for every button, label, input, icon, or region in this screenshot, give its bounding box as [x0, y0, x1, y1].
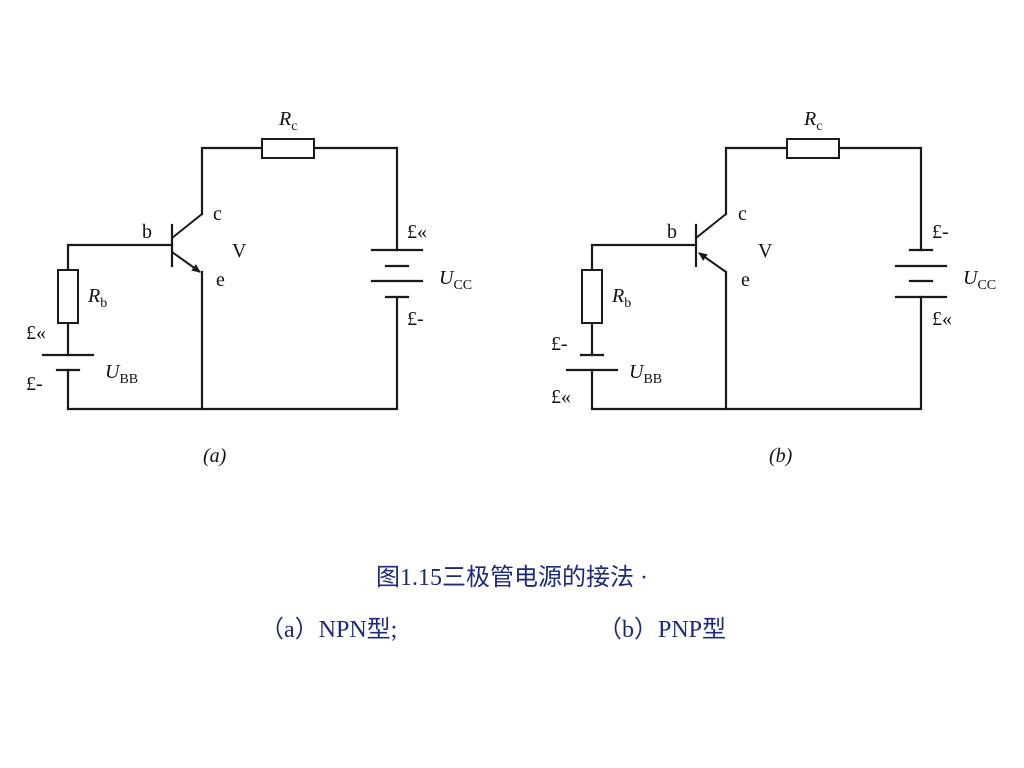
battery-ubb [41, 353, 95, 372]
transistor-npn [170, 213, 203, 273]
label-rc-b: Rc [803, 108, 822, 134]
circuit-b: Rc Rb b c e V UCC UBB £- £« £- £« (b) [551, 108, 996, 467]
label-transistor: V [232, 240, 247, 262]
wire-collector-top-b [724, 146, 923, 252]
label-ucc: UCC [439, 267, 472, 293]
transistor-pnp [694, 213, 727, 273]
label-cc-top-b: £- [932, 221, 949, 243]
circuit-a: Rc Rb b c e V UCC UBB £« £- £« £- (a) [26, 108, 472, 467]
label-bb-bottom-b: £« [551, 386, 571, 408]
label-rb: Rb [87, 285, 107, 311]
label-a: (a) [203, 445, 227, 467]
label-pin-c-b: c [738, 203, 747, 225]
resistor-rb [57, 269, 79, 324]
label-ubb: UBB [105, 361, 138, 387]
label-cc-bottom: £- [407, 308, 424, 330]
label-pin-e-b: e [741, 269, 750, 291]
label-pin-b-b: b [667, 221, 677, 243]
figure-caption: 图1.15三极管电源的接法 · [376, 565, 648, 591]
label-pin-b: b [142, 221, 152, 243]
label-rb-b: Rb [611, 285, 631, 311]
label-bb-top-b: £- [551, 333, 568, 355]
caption-pnp: （b）PNP型 [598, 617, 727, 643]
resistor-rc [261, 138, 315, 159]
wire-cc-bottom [66, 295, 399, 411]
label-bb-top: £« [26, 322, 46, 344]
label-pin-c: c [213, 203, 222, 225]
circuit-diagram: Rc Rb b c e V UCC UBB £« £- £« £- (a) [26, 108, 996, 467]
wire-base [66, 243, 174, 357]
label-cc-top: £« [407, 221, 427, 243]
label-ubb-b: UBB [629, 361, 662, 387]
wire-base-b [590, 243, 698, 357]
label-ucc-b: UCC [963, 267, 996, 293]
label-cc-bottom-b: £« [932, 308, 952, 330]
caption-npn: （a）NPN型; [260, 617, 398, 643]
wire-cc-bottom-b [590, 295, 923, 411]
label-pin-e: e [216, 269, 225, 291]
label-bb-bottom: £- [26, 373, 43, 395]
resistor-rc-b [786, 138, 840, 159]
wire-collector-top [200, 146, 399, 252]
battery-ucc-b [894, 248, 948, 299]
label-b: (b) [769, 445, 793, 467]
label-rc: Rc [278, 108, 297, 134]
label-transistor-b: V [758, 240, 773, 262]
battery-ubb-b [565, 353, 619, 372]
battery-ucc [370, 248, 424, 299]
resistor-rb-b [581, 269, 603, 324]
